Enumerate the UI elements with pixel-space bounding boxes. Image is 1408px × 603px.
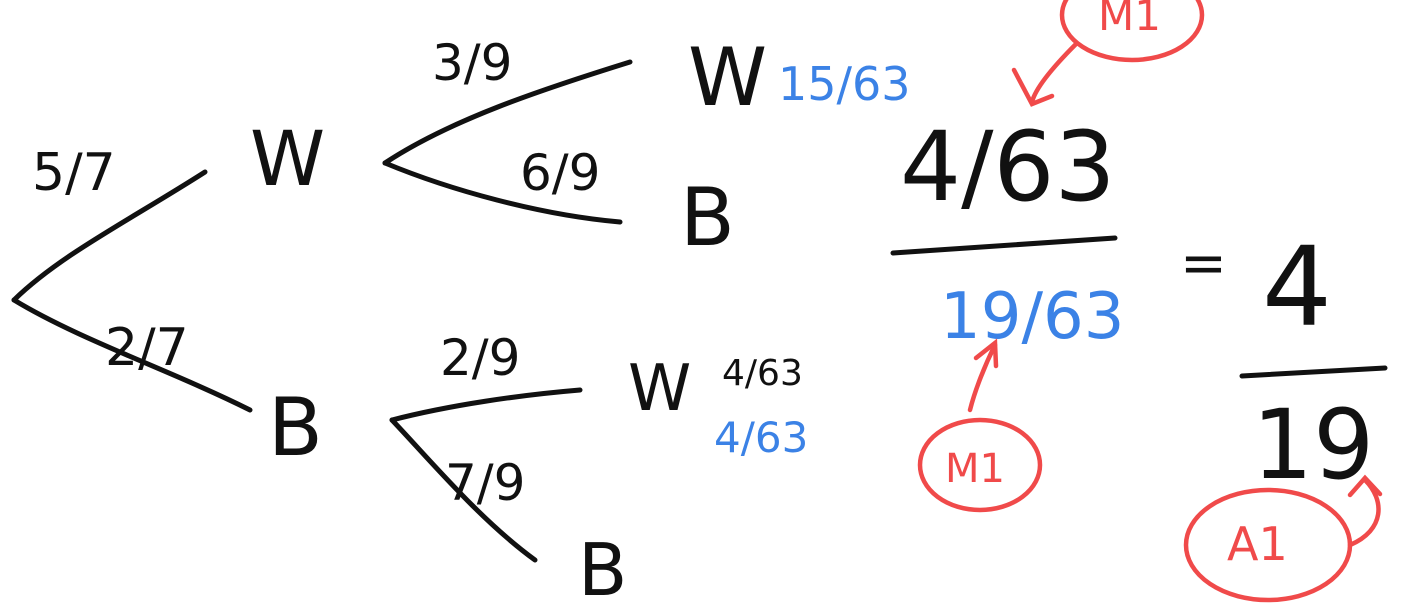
mark-bottom-circle <box>917 417 1043 513</box>
mark-top-arrow <box>1029 41 1079 105</box>
answer-fraction-bar <box>1239 365 1388 379</box>
mark-bottom-arrow <box>967 342 998 413</box>
mark-answer-hookhead <box>1347 474 1383 498</box>
branch-root-to-W <box>11 169 208 303</box>
answer-numerator: 4 <box>1262 223 1332 351</box>
branch-W-to-B <box>382 160 623 225</box>
prob-BW: 2/9 <box>440 329 520 387</box>
calc-denominator-blue: 19/63 <box>940 280 1124 354</box>
prob-WB: 6/9 <box>520 144 600 202</box>
outcome-first-B: B <box>268 381 323 474</box>
result-BW-blue: 4/63 <box>714 413 808 462</box>
calc-numerator: 4/63 <box>900 111 1116 223</box>
outcome-BB: B <box>578 528 627 603</box>
prob-first-upper: 5/7 <box>32 143 116 203</box>
mark-top-arrowhead <box>1011 67 1055 107</box>
answer-denominator: 19 <box>1252 389 1374 501</box>
prob-WW: 3/9 <box>432 34 512 92</box>
branch-root-to-B <box>11 297 253 413</box>
mark-bottom-arrowhead <box>973 338 999 369</box>
result-BW-black: 4/63 <box>722 353 803 394</box>
outcome-WW: W <box>688 31 767 124</box>
mark-answer-label: A1 <box>1227 517 1288 571</box>
prob-first-lower: 2/7 <box>105 318 189 378</box>
outcome-BW: W <box>628 352 691 426</box>
outcome-first-W: W <box>250 114 325 203</box>
tree-branches <box>11 59 633 563</box>
branch-B-to-B <box>389 417 538 563</box>
prob-BB: 7/9 <box>445 454 525 512</box>
mark-top-circle <box>1059 0 1205 63</box>
marking-annotations <box>917 0 1383 603</box>
mark-top-label: M1 <box>1098 0 1161 40</box>
branch-W-to-W <box>382 59 633 166</box>
equals-sign: = <box>1180 231 1227 296</box>
outcome-WB: B <box>680 171 735 264</box>
calc-fraction-bar <box>890 235 1118 256</box>
mark-bottom-label: M1 <box>945 446 1005 492</box>
branch-B-to-W <box>389 387 583 423</box>
result-WW-blue: 15/63 <box>778 57 911 111</box>
